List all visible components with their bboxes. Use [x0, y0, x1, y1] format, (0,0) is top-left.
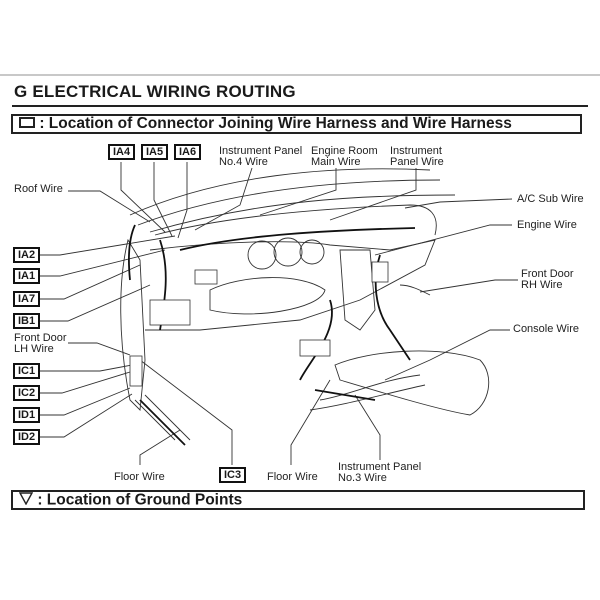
label-ac-sub-wire: A/C Sub Wire	[517, 193, 584, 205]
connector-block	[149, 299, 191, 326]
connector-ic1: IC1	[13, 363, 40, 379]
label-front-door-rh-line1: Front Door	[521, 268, 574, 280]
gauge-2	[273, 237, 303, 267]
dashboard-face	[145, 239, 436, 331]
section-connector-locations: : Location of Connector Joining Wire Har…	[11, 114, 582, 134]
leader-ac-sub	[404, 198, 513, 209]
label-floor-wire-left: Floor Wire	[114, 471, 165, 483]
leader-ia1	[40, 249, 166, 277]
connector-block	[129, 355, 143, 387]
title-underline	[12, 105, 588, 107]
console-body	[334, 350, 490, 416]
connector-id1: ID1	[13, 407, 40, 423]
kick-panel	[134, 394, 191, 441]
connector-ia4: IA4	[108, 144, 135, 160]
steering-column	[209, 277, 326, 315]
gauge-1	[247, 240, 277, 270]
connector-ic2: IC2	[13, 385, 40, 401]
page-title: G ELECTRICAL WIRING ROUTING	[14, 82, 296, 101]
label-front-door-rh-line2: RH Wire	[521, 279, 563, 291]
leader-ic2	[40, 371, 131, 394]
label-floor-wire-right: Floor Wire	[267, 471, 318, 483]
leader-ia4	[120, 162, 166, 233]
console-lines	[309, 374, 426, 411]
label-front-door-lh-line1: Front Door	[14, 332, 67, 344]
connector-block	[371, 261, 389, 283]
label-ip-no3-line2: No.3 Wire	[338, 472, 387, 484]
leader-front-door-rh	[419, 279, 518, 293]
connector-id2: ID2	[13, 429, 40, 445]
label-front-door-lh-line2: LH Wire	[14, 343, 54, 355]
a-pillar-left	[120, 238, 146, 411]
connector-ia7: IA7	[13, 291, 40, 307]
square-icon	[19, 116, 35, 132]
connector-ic3: IC3	[219, 467, 246, 483]
label-roof-wire: Roof Wire	[14, 183, 63, 195]
center-stack	[339, 249, 376, 331]
dashboard-top	[154, 204, 437, 236]
label-ip-no4-line1: Instrument Panel	[219, 145, 303, 157]
leader-engine-room	[259, 168, 337, 216]
leader-floor-wire-left	[139, 429, 181, 465]
section-ground-label: : Location of Ground Points	[37, 491, 243, 509]
harness-floor-left	[139, 399, 186, 446]
leader-ia6	[177, 162, 188, 239]
connector-ia5: IA5	[141, 144, 168, 160]
rh-door-wire	[399, 284, 431, 296]
leader-ip-no3	[354, 394, 381, 460]
triangle-down-icon	[18, 492, 34, 509]
connector-ia1: IA1	[13, 268, 40, 284]
connector-ia6: IA6	[174, 144, 201, 160]
label-ip-wire-line1: Instrument	[390, 145, 442, 157]
connector-block	[299, 339, 331, 357]
connector-ia2: IA2	[13, 247, 40, 263]
leader-ia5	[153, 162, 173, 237]
leader-ia7	[40, 264, 141, 300]
leader-roof-wire	[68, 190, 151, 223]
label-ip-no3-line1: Instrument Panel	[338, 461, 422, 473]
label-ip-no4-line2: No.4 Wire	[219, 156, 268, 168]
label-ip-wire-line2: Panel Wire	[390, 156, 444, 168]
connector-block	[194, 269, 218, 285]
label-engine-room-line1: Engine Room	[311, 145, 378, 157]
harness-roof	[127, 224, 136, 281]
section-ground-points: : Location of Ground Points	[11, 490, 585, 510]
leader-ip-wire	[329, 168, 417, 221]
leader-front-door-lh	[68, 342, 131, 356]
leader-console	[384, 329, 510, 381]
gauge-3	[299, 239, 325, 265]
label-engine-room-line2: Main Wire	[311, 156, 361, 168]
leader-ib1	[40, 284, 151, 322]
label-engine-wire: Engine Wire	[517, 219, 577, 231]
label-console-wire: Console Wire	[513, 323, 580, 335]
leader-engine-wire	[374, 224, 512, 256]
leader-floor-wire-right	[290, 379, 331, 465]
leader-id1	[40, 387, 131, 416]
leader-ia2	[40, 235, 176, 256]
leader-id2	[40, 393, 133, 438]
page-top-divider	[0, 74, 600, 76]
harness-ip	[179, 227, 416, 251]
windshield-lines	[129, 168, 456, 233]
section-connector-label: : Location of Connector Joining Wire Har…	[39, 115, 512, 133]
connector-ib1: IB1	[13, 313, 40, 329]
leader-ic1	[40, 364, 133, 372]
harness-floor-right	[314, 389, 376, 401]
leader-ic3	[139, 359, 233, 465]
